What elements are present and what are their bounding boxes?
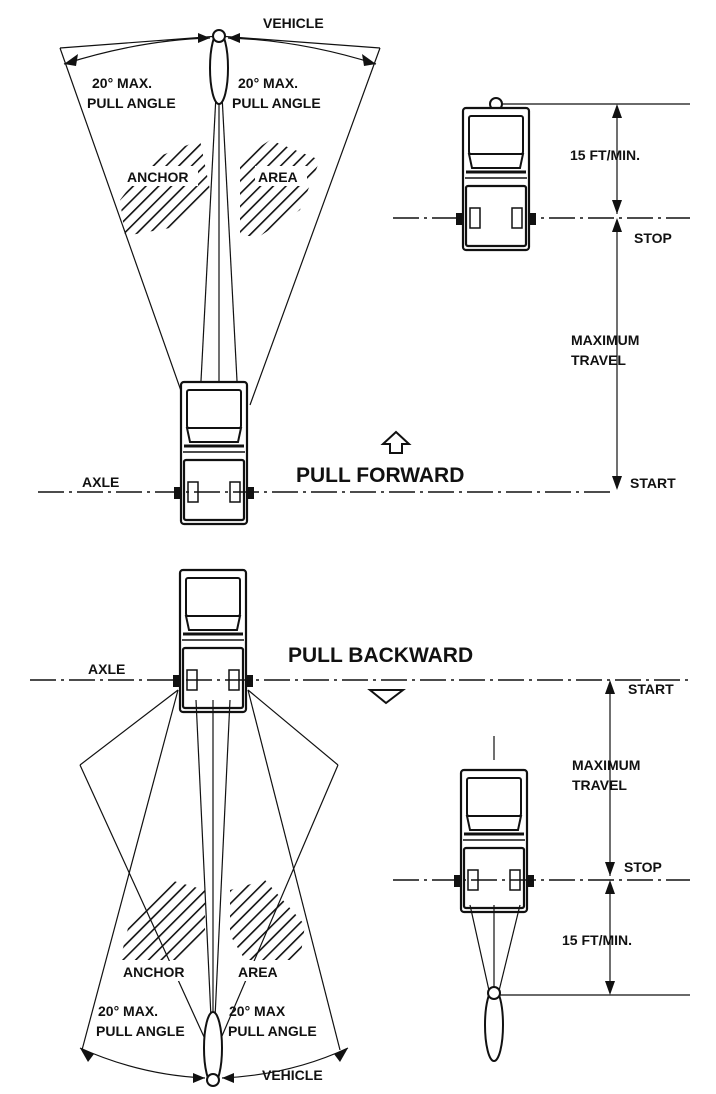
label-min-distance-bottom: 15 FT/MIN.: [562, 932, 632, 948]
label-start-bottom: START: [628, 681, 674, 697]
test-truck-icon-backward: [171, 568, 255, 714]
label-min-distance-top: 15 FT/MIN.: [570, 147, 640, 163]
forward-arrow-icon: [380, 430, 412, 454]
label-axle-bottom: AXLE: [88, 661, 125, 677]
label-pull-angle-right-top: PULL ANGLE: [232, 95, 321, 111]
anchor-area-hatch: [240, 140, 320, 236]
label-vehicle-bottom: VEHICLE: [262, 1067, 323, 1083]
backward-arrow-icon: [367, 689, 406, 705]
label-pull-backward: PULL BACKWARD: [288, 644, 473, 667]
test-truck-icon-backward-right: [452, 768, 536, 914]
label-pull-angle-left-top: PULL ANGLE: [87, 95, 176, 111]
test-truck-icon-right: [454, 106, 538, 252]
anchor-area-hatch: [230, 880, 305, 960]
label-stop-top: STOP: [634, 230, 672, 246]
test-truck-icon: [172, 380, 256, 526]
label-max-angle-left-bottom: 20° MAX.: [98, 1003, 158, 1019]
label-max-angle-right-top: 20° MAX.: [238, 75, 298, 91]
label-travel-top: TRAVEL: [571, 352, 626, 368]
label-max-angle-left-top: 20° MAX.: [92, 75, 152, 91]
label-stop-bottom: STOP: [624, 859, 662, 875]
pull-forward-section: [38, 29, 690, 526]
label-vehicle-top: VEHICLE: [263, 15, 324, 31]
label-area-top: AREA: [258, 169, 298, 185]
label-pull-forward: PULL FORWARD: [296, 464, 464, 487]
label-pull-angle-right-bottom: PULL ANGLE: [228, 1023, 317, 1039]
label-maximum-top: MAXIMUM: [571, 332, 639, 348]
label-anchor-top: ANCHOR: [127, 169, 188, 185]
anchor-area-hatch: [120, 140, 210, 236]
label-travel-bottom: TRAVEL: [572, 777, 627, 793]
label-axle-top: AXLE: [82, 474, 119, 490]
vehicle-icon-backward: [203, 1011, 223, 1087]
anchor-area-hatch: [120, 880, 205, 960]
label-start-top: START: [630, 475, 676, 491]
vehicle-icon: [209, 29, 229, 105]
label-anchor-bottom: ANCHOR: [123, 964, 184, 980]
label-max-angle-right-bottom: 20° MAX: [229, 1003, 286, 1019]
label-maximum-bottom: MAXIMUM: [572, 757, 640, 773]
label-pull-angle-left-bottom: PULL ANGLE: [96, 1023, 185, 1039]
label-area-bottom: AREA: [238, 964, 278, 980]
pull-backward-section: [30, 568, 690, 1087]
